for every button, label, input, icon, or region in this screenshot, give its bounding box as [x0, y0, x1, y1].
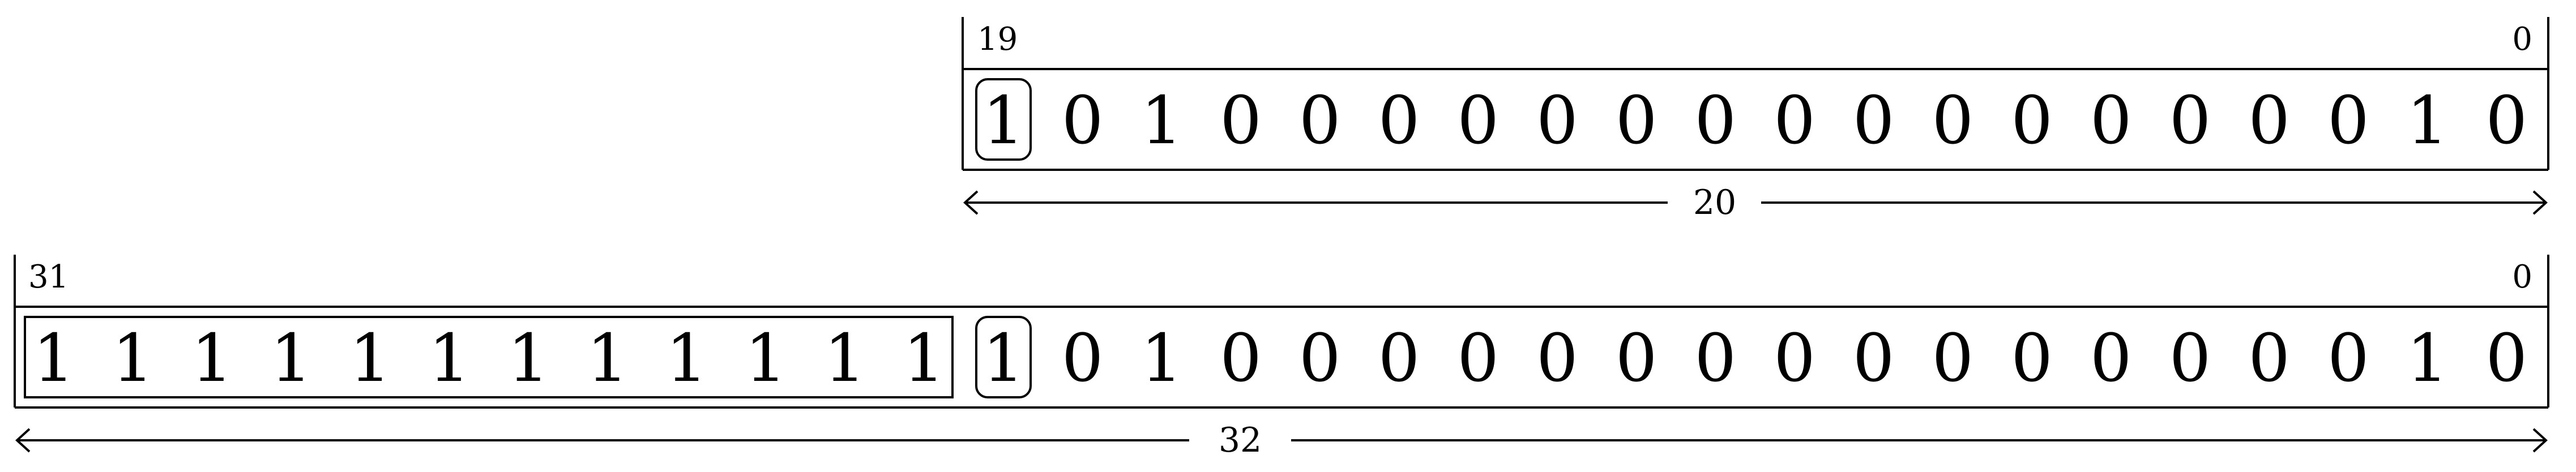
bottom-register-bit-11: 0 [1853, 320, 1895, 397]
top-register-bit-9: 0 [1694, 83, 1736, 159]
sign-extension-bit-6: 1 [507, 320, 549, 397]
top-register-msb-index: 19 [977, 21, 1018, 58]
sign-extension-bit-0: 1 [33, 320, 75, 397]
sign-extension-bit-4: 1 [349, 320, 391, 397]
bottom-register-arrowhead-left [15, 428, 31, 453]
bottom-register-bit-0: 1 [982, 320, 1024, 397]
top-register-bit-6: 0 [1457, 83, 1499, 159]
top-register-bit-10: 0 [1774, 83, 1815, 159]
top-register-bit-1: 0 [1062, 83, 1104, 159]
sign-extension-bit-3: 1 [270, 320, 312, 397]
sign-extension-bit-5: 1 [429, 320, 471, 397]
sign-extension-bit-11: 1 [903, 320, 945, 397]
top-register-bit-16: 0 [2248, 83, 2290, 159]
top-register-bit-18: 1 [2407, 83, 2449, 159]
bottom-register-bit-16: 0 [2248, 320, 2290, 397]
bottom-register-bit-15: 0 [2169, 320, 2211, 397]
top-register-bit-7: 0 [1536, 83, 1578, 159]
top-register-bit-3: 0 [1220, 83, 1262, 159]
bottom-register-bit-3: 0 [1220, 320, 1262, 397]
top-register-lsb-index: 0 [2512, 21, 2532, 58]
bottom-register-bit-2: 1 [1140, 320, 1182, 397]
top-register-arrowhead-right [2532, 190, 2548, 215]
sign-extension-bit-8: 1 [666, 320, 708, 397]
top-register-bit-2: 1 [1140, 83, 1182, 159]
sign-extension-box [24, 316, 954, 398]
bottom-register-bit-19: 0 [2485, 320, 2527, 397]
top-register-bit-0: 1 [982, 83, 1024, 159]
bottom-register-bit-5: 0 [1378, 320, 1420, 397]
top-register-bit-8: 0 [1616, 83, 1657, 159]
bottom-register-bit-13: 0 [2011, 320, 2053, 397]
top-register-bit-15: 0 [2169, 83, 2211, 159]
top-register-bit-5: 0 [1378, 83, 1420, 159]
sign-extension-bit-2: 1 [191, 320, 233, 397]
bottom-register-bit-6: 0 [1457, 320, 1499, 397]
sign-extension-bit-1: 1 [112, 320, 154, 397]
bottom-register-bit-8: 0 [1616, 320, 1657, 397]
bottom-register-bit-12: 0 [1932, 320, 1973, 397]
sign-extension-bit-10: 1 [824, 320, 866, 397]
top-register-width-label: 20 [1693, 183, 1736, 222]
bottom-register-sign-bit-box [975, 316, 1032, 398]
bottom-register-msb-index: 31 [28, 259, 69, 295]
bottom-register-bit-1: 0 [1062, 320, 1104, 397]
bottom-register-width-label: 32 [1219, 420, 1262, 460]
top-register-bit-17: 0 [2327, 83, 2369, 159]
top-register-bit-12: 0 [1932, 83, 1973, 159]
top-register-bit-11: 0 [1853, 83, 1895, 159]
sign-extension-bit-7: 1 [587, 320, 629, 397]
bottom-register-bit-4: 0 [1299, 320, 1341, 397]
bottom-register-bit-9: 0 [1694, 320, 1736, 397]
sign-extension-bit-9: 1 [745, 320, 787, 397]
top-register-bit-14: 0 [2090, 83, 2132, 159]
bottom-register-bit-14: 0 [2090, 320, 2132, 397]
top-register-bit-4: 0 [1299, 83, 1341, 159]
bottom-register-bit-18: 1 [2407, 320, 2449, 397]
bottom-register-lsb-index: 0 [2512, 259, 2532, 295]
top-register-sign-bit-box [975, 78, 1032, 161]
top-register-bit-19: 0 [2485, 83, 2527, 159]
top-register-bit-13: 0 [2011, 83, 2053, 159]
top-register-arrowhead-left [963, 190, 979, 215]
bottom-register-arrowhead-right [2532, 428, 2548, 453]
bottom-register-bit-10: 0 [1774, 320, 1815, 397]
bottom-register-bit-17: 0 [2327, 320, 2369, 397]
bottom-register-bit-7: 0 [1536, 320, 1578, 397]
